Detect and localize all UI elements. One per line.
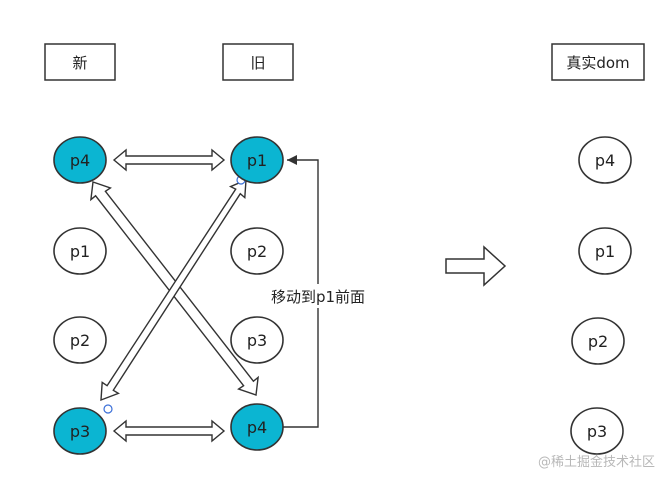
node-circle	[230, 403, 284, 451]
node-label: p3	[247, 331, 267, 350]
header-old-box	[222, 43, 294, 81]
node-label: p2	[70, 331, 90, 350]
node-label: p2	[247, 242, 267, 261]
node-real-dom-2: p1	[578, 227, 632, 275]
header-new: 新	[44, 43, 116, 81]
node-label: p3	[70, 422, 90, 441]
node-label: p1	[595, 242, 615, 261]
watermark: @稀土掘金技术社区	[538, 454, 655, 470]
node-circle	[230, 316, 284, 364]
header-new-label: 新	[72, 54, 87, 72]
node-circle	[578, 227, 632, 275]
annotation-backdrop	[266, 284, 370, 308]
header-real-dom: 真实dom	[551, 43, 645, 81]
double-arrow-bottom	[112, 419, 226, 443]
node-circle	[230, 136, 284, 184]
column-real-dom: p4 p1 p2 p3	[570, 136, 632, 455]
node-circle	[578, 136, 632, 184]
node-label: p4	[247, 418, 267, 437]
node-circle	[53, 227, 107, 275]
node-label: p3	[587, 422, 607, 441]
node-new-3: p2	[53, 316, 107, 364]
node-old-4: p4	[230, 403, 284, 451]
node-old-2: p2	[230, 227, 284, 275]
node-real-dom-4: p3	[570, 407, 624, 455]
diagonal-arrow-p1-to-p3	[100, 178, 247, 402]
node-old-1: p1	[230, 136, 284, 184]
connector-dot-bottom	[103, 404, 113, 414]
node-label: p1	[247, 151, 267, 170]
big-right-arrow	[445, 245, 507, 287]
node-circle	[571, 317, 625, 365]
double-arrow-top	[112, 148, 226, 172]
node-old-3: p3	[230, 316, 284, 364]
node-circle	[53, 407, 107, 455]
header-old: 旧	[222, 43, 294, 81]
column-old: p1 p2 p3 p4	[230, 136, 284, 451]
node-circle	[53, 136, 107, 184]
node-new-2: p1	[53, 227, 107, 275]
node-label: p1	[70, 242, 90, 261]
node-circle	[230, 227, 284, 275]
header-old-label: 旧	[250, 54, 265, 72]
node-circle	[53, 316, 107, 364]
node-label: p4	[595, 151, 615, 170]
node-label: p2	[588, 332, 608, 351]
header-new-box	[44, 43, 116, 81]
header-real-dom-box	[551, 43, 645, 81]
node-label: p4	[70, 151, 90, 170]
node-real-dom-1: p4	[578, 136, 632, 184]
node-new-1: p4	[53, 136, 107, 184]
annotation-label: 移动到p1前面	[271, 288, 365, 306]
column-new: p4 p1 p2 p3	[53, 136, 107, 455]
node-circle	[570, 407, 624, 455]
node-new-4: p3	[53, 407, 107, 455]
node-real-dom-3: p2	[571, 317, 625, 365]
header-real-dom-label: 真实dom	[566, 54, 629, 72]
